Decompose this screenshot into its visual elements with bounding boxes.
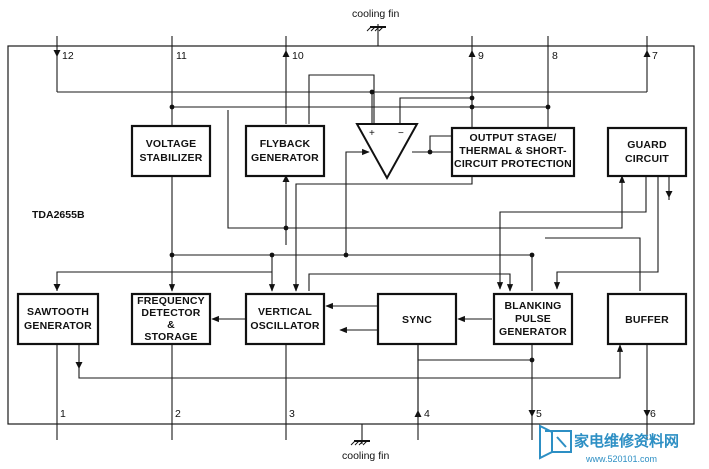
ic-outline (7, 45, 695, 425)
pin-9-label: 9 (478, 50, 484, 62)
output-stage-block: OUTPUT STAGE/ THERMAL & SHORT- CIRCUIT P… (450, 126, 576, 178)
cooling-fin-top-label: cooling fin (352, 8, 399, 20)
pin-6 (643, 345, 651, 440)
blanking-line-1: BLANKING (504, 300, 561, 312)
pin-7 (643, 36, 651, 92)
voltage-stabilizer-line-2: STABILIZER (139, 152, 202, 164)
buffer-line-1: BUFFER (625, 314, 669, 326)
pin-4-label: 4 (424, 408, 430, 420)
ic-name: TDA2655B (32, 209, 85, 221)
watermark-text: 家电维修资料网 (574, 432, 679, 450)
pin-1-label: 1 (60, 408, 66, 420)
cooling-fin-bottom-label: cooling fin (342, 450, 389, 462)
frequency-detector-line-2: DETECTOR (141, 307, 200, 319)
vertical-oscillator-line-2: OSCILLATOR (250, 320, 319, 332)
blanking-line-2: PULSE (515, 313, 551, 325)
pin-2-label: 2 (175, 408, 181, 420)
pin-10 (282, 36, 290, 124)
flyback-generator-block: FLYBACK GENERATOR (244, 124, 326, 178)
flyback-generator-line-1: FLYBACK (260, 138, 311, 150)
opamp: + − (355, 123, 419, 181)
pin-10-label: 10 (292, 50, 304, 62)
blanking-line-3: GENERATOR (499, 326, 567, 338)
frequency-detector-block: FREQUENCY DETECTOR & STORAGE (130, 292, 212, 346)
frequency-detector-line-1: FREQUENCY (137, 295, 205, 307)
ground-icon-bottom (350, 424, 370, 446)
wiring (53, 74, 673, 418)
pin-3-label: 3 (289, 408, 295, 420)
ground-icon-top (366, 24, 386, 46)
opamp-plus-label: + (369, 128, 375, 139)
pin-6-label: 6 (650, 408, 656, 420)
pin-12-label: 12 (62, 50, 74, 62)
vertical-oscillator-line-1: VERTICAL (258, 306, 312, 318)
buffer-block: BUFFER (606, 292, 688, 346)
output-stage-line-1: OUTPUT STAGE/ (470, 132, 557, 144)
frequency-detector-line-3: & (167, 319, 175, 331)
pin-5-label: 5 (536, 408, 542, 420)
sawtooth-generator-line-1: SAWTOOTH (27, 306, 89, 318)
sync-line-1: SYNC (402, 314, 432, 326)
sawtooth-generator-block: SAWTOOTH GENERATOR (16, 292, 100, 346)
flyback-generator-line-2: GENERATOR (251, 152, 319, 164)
junction-dots (169, 89, 551, 363)
opamp-minus-label: − (398, 128, 404, 139)
vertical-oscillator-block: VERTICAL OSCILLATOR (244, 292, 326, 346)
pin-7-label: 7 (652, 50, 658, 62)
frequency-detector-line-4: STORAGE (144, 331, 197, 343)
output-stage-line-2: THERMAL & SHORT- (459, 145, 567, 157)
guard-circuit-block: GUARD CIRCUIT (606, 126, 688, 178)
watermark-logo-icon (539, 424, 572, 460)
watermark: 家电维修资料网 www.520101.com (539, 424, 679, 464)
voltage-stabilizer-block: VOLTAGE STABILIZER (130, 124, 212, 178)
guard-circuit-line-2: CIRCUIT (625, 153, 669, 165)
sync-block: SYNC (376, 292, 458, 346)
pin-8-label: 8 (552, 50, 558, 62)
pin-11-label: 11 (176, 50, 187, 62)
watermark-url: www.520101.com (585, 454, 657, 464)
blanking-pulse-generator-block: BLANKING PULSE GENERATOR (492, 292, 574, 346)
output-stage-line-3: CIRCUIT PROTECTION (454, 158, 572, 170)
guard-circuit-line-1: GUARD (627, 139, 667, 151)
pin-12 (53, 36, 61, 92)
voltage-stabilizer-line-1: VOLTAGE (146, 138, 197, 150)
pin-9 (468, 36, 476, 128)
sawtooth-generator-line-2: GENERATOR (24, 320, 92, 332)
